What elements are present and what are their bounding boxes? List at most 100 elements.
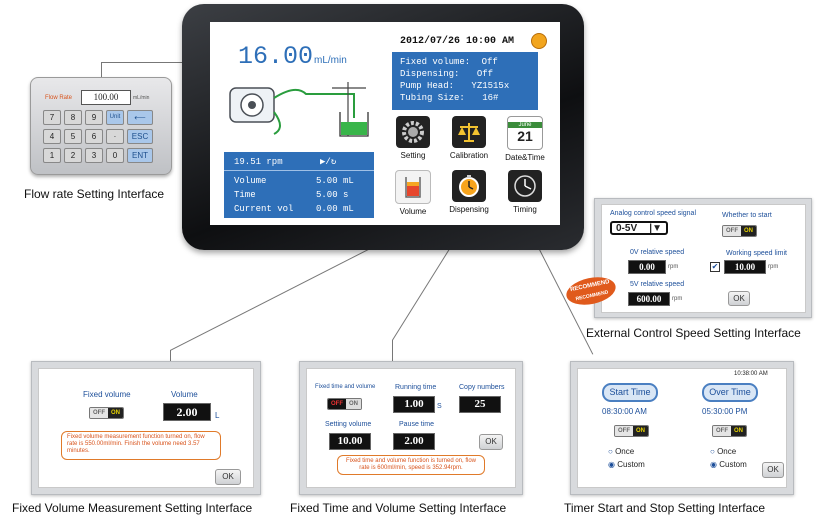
readout-label: Time — [234, 190, 256, 200]
fixed-volume-caption: Fixed Volume Measurement Setting Interfa… — [12, 501, 253, 515]
key-unit[interactable]: Unit — [106, 110, 124, 125]
connector-line — [101, 62, 239, 63]
flow-rate-field[interactable]: 100.00 — [81, 90, 131, 105]
start-time-value: 08:30:00 AM — [602, 407, 647, 416]
ok-button[interactable]: OK — [215, 469, 241, 485]
datetime-display: 2012/07/26 10:00 AM — [400, 36, 515, 47]
running-time-unit: S — [437, 403, 442, 410]
connector-line — [392, 246, 452, 341]
timing-button[interactable]: Timing — [495, 170, 555, 214]
flow-rate-value[interactable]: 16.00 — [238, 42, 314, 71]
icon-label: Timing — [513, 205, 537, 214]
v0-speed-input[interactable]: 0.00 — [628, 260, 666, 274]
direction-indicator[interactable]: ▶/↻ — [320, 157, 337, 167]
over-custom-radio[interactable]: ◉ Custom — [710, 460, 747, 469]
readout-label: Current vol — [234, 204, 294, 214]
setting-volume-label: Setting volume — [325, 421, 372, 428]
volume-input[interactable]: 2.00 — [163, 403, 211, 421]
over-time-value: 05:30:00 PM — [702, 407, 748, 416]
v5-label: 5V relative speed — [630, 281, 685, 288]
icon-label: Volume — [399, 207, 427, 216]
date-time-button[interactable]: June 21 Date&Time — [495, 116, 555, 162]
key-1[interactable]: 1 — [43, 148, 61, 163]
status-row: Pump Head: YZ1515x — [400, 81, 510, 91]
over-once-radio[interactable]: ○ Once — [710, 447, 737, 456]
keypad-caption: Flow rate Setting Interface — [24, 187, 165, 201]
running-time-input[interactable]: 1.00 — [393, 396, 435, 413]
start-once-radio[interactable]: ○ Once — [608, 447, 635, 456]
v0-unit: rpm — [668, 264, 679, 270]
timer-caption: Timer Start and Stop Setting Interface — [564, 501, 765, 515]
signal-select[interactable]: 0-5V|▼ — [610, 221, 668, 235]
ok-button[interactable]: OK — [728, 291, 750, 306]
volume-button[interactable]: Volume — [383, 170, 443, 216]
fixed-volume-label: Fixed volume — [83, 390, 131, 399]
icon-label: Date&Time — [505, 153, 545, 162]
timer-panel: 10:38:00 AM Start Time Over Time 08:30:0… — [570, 361, 794, 495]
icon-label: Calibration — [449, 151, 489, 160]
over-time-tab[interactable]: Over Time — [702, 383, 758, 402]
flow-rate-field-label: Flow Rate — [45, 95, 73, 101]
pump-illustration — [226, 78, 376, 140]
setting-volume-input[interactable]: 10.00 — [329, 433, 371, 450]
key-decimal[interactable]: · — [106, 129, 124, 144]
clock-icon — [508, 170, 542, 202]
v0-label: 0V relative speed — [630, 249, 685, 256]
volume-unit: L — [215, 411, 220, 420]
key-3[interactable]: 3 — [85, 148, 103, 163]
key-6[interactable]: 6 — [85, 129, 103, 144]
speed-limit-input[interactable]: 10.00 — [724, 260, 766, 274]
key-5[interactable]: 5 — [64, 129, 82, 144]
key-ent[interactable]: ENT — [127, 148, 153, 163]
limit-checkbox[interactable]: ✔ — [710, 262, 720, 272]
key-2[interactable]: 2 — [64, 148, 82, 163]
alarm-clock-icon[interactable] — [531, 33, 547, 49]
start-custom-radio[interactable]: ◉ Custom — [608, 460, 645, 469]
info-note: Fixed volume measurement function turned… — [61, 431, 221, 460]
limit-label: Working speed limit — [726, 250, 787, 257]
pause-time-input[interactable]: 2.00 — [393, 433, 435, 450]
readout-value: 0.00 mL — [316, 204, 354, 214]
key-esc[interactable]: ESC — [127, 129, 153, 144]
key-7[interactable]: 7 — [43, 110, 61, 125]
copy-numbers-input[interactable]: 25 — [459, 396, 501, 413]
signal-label: Analog control speed signal — [610, 210, 697, 217]
setting-button[interactable]: Setting — [383, 116, 443, 160]
key-9[interactable]: 9 — [85, 110, 103, 125]
readout-value: 5.00 s — [316, 190, 349, 200]
flow-rate-field-unit: mL/min — [133, 95, 150, 101]
limit-unit: rpm — [768, 264, 779, 270]
status-panel: Fixed volume: Off Dispensing: Off Pump H… — [392, 52, 538, 110]
dropdown-arrow-icon: |▼ — [649, 222, 662, 234]
connector-line — [101, 62, 102, 78]
v5-unit: rpm — [672, 296, 683, 302]
calibration-button[interactable]: Calibration — [439, 116, 499, 160]
flow-rate-unit: mL/min — [314, 55, 347, 66]
dispensing-button[interactable]: Dispensing — [439, 170, 499, 214]
ok-button[interactable]: OK — [762, 462, 784, 478]
start-label: Whether to start — [722, 212, 772, 219]
timer-clock: 10:38:00 AM — [734, 371, 768, 377]
volume-label: Volume — [171, 390, 198, 399]
start-time-tab[interactable]: Start Time — [602, 383, 658, 402]
copy-numbers-label: Copy numbers — [459, 384, 505, 391]
connector-line — [170, 350, 171, 362]
backspace-key[interactable]: ⟵ — [127, 110, 153, 125]
icon-label: Dispensing — [449, 205, 489, 214]
beaker-icon — [395, 170, 431, 204]
rpm-value: 19.51 rpm — [234, 157, 283, 167]
ok-button[interactable]: OK — [479, 434, 503, 450]
fixed-time-caption: Fixed Time and Volume Setting Interface — [290, 501, 507, 515]
v5-speed-input[interactable]: 600.00 — [628, 292, 670, 306]
key-8[interactable]: 8 — [64, 110, 82, 125]
external-control-panel: Analog control speed signal 0-5V|▼ Wheth… — [594, 198, 812, 318]
key-4[interactable]: 4 — [43, 129, 61, 144]
key-0[interactable]: 0 — [106, 148, 124, 163]
